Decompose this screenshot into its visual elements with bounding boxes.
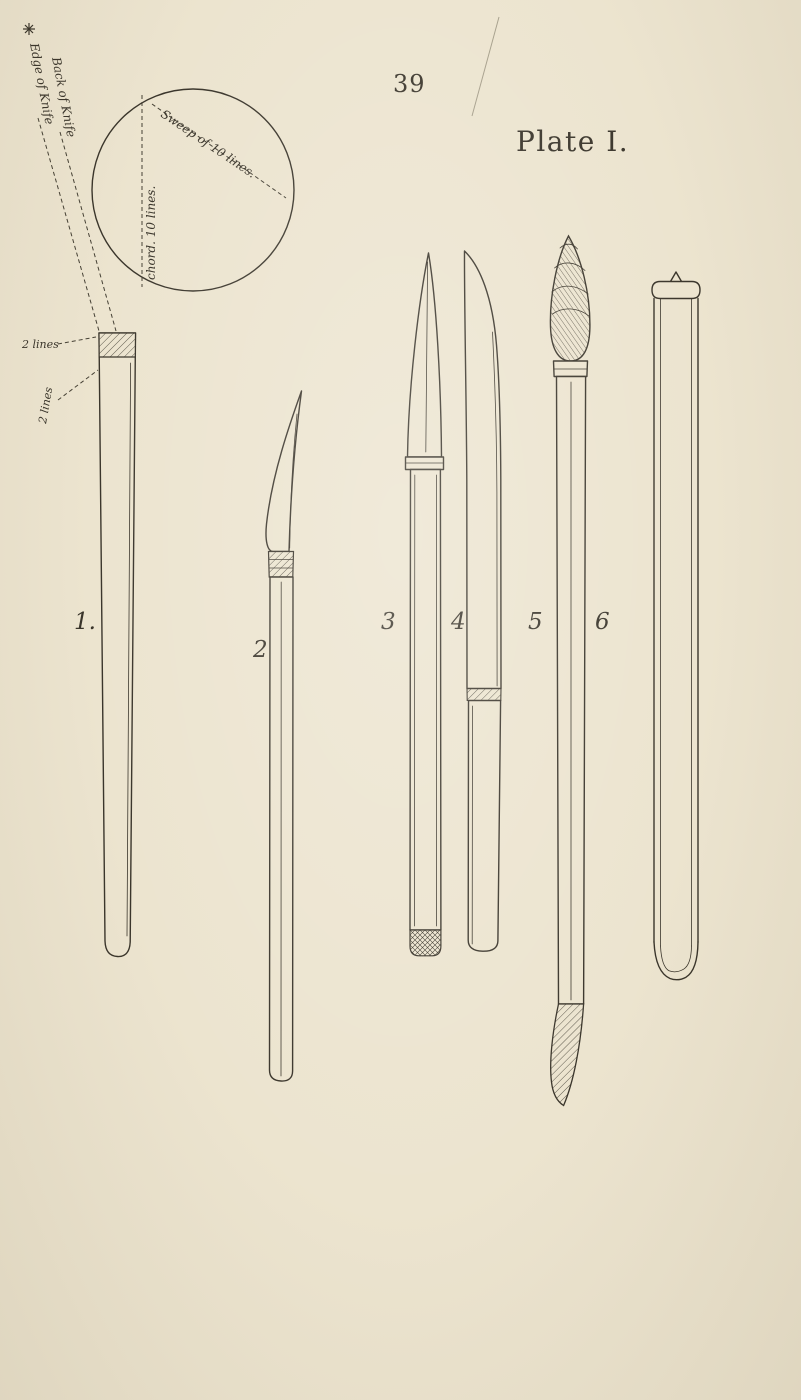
figure-4-number: 4 (450, 609, 466, 635)
width-leader-line (57, 336, 97, 345)
lancet-blade (406, 252, 443, 458)
figure-5-number: 5 (528, 609, 543, 635)
figure-6-number: 6 (595, 609, 610, 635)
curved-tip-blade (550, 1003, 585, 1107)
rounded-tip-outer (653, 941, 699, 981)
shaft-outer-edges (653, 297, 699, 943)
figure-2-curved-bistoury: 2 (252, 390, 303, 1082)
figure-5-curved-gorget: 5 (528, 234, 591, 1107)
figure-3-number: 3 (381, 609, 396, 635)
blade-midrib (425, 261, 428, 453)
figure-1-straight-knife: Edge of Knife Back of Knife chord. 10 li… (21, 41, 295, 958)
figure-2-number: 2 (252, 637, 268, 663)
figure-6-director: 6 (595, 271, 701, 981)
rounded-tip-inner (660, 945, 692, 973)
shaft-inner-edges (660, 298, 692, 947)
corner-mark (23, 23, 35, 35)
width-label-side: 2 lines (36, 386, 55, 426)
bolster-hatch (98, 332, 137, 358)
chord-label: chord. 10 lines. (144, 186, 158, 280)
butt-crosshatch (409, 929, 442, 957)
edge-of-knife-label: Edge of Knife (27, 41, 57, 126)
cap-peak (669, 271, 683, 283)
joint-band (466, 687, 502, 702)
scan-scratch (471, 16, 500, 117)
blade-back-line (492, 331, 498, 687)
back-of-knife-label: Back of Knife (49, 55, 78, 139)
width-label-top: 2 lines (21, 338, 59, 351)
ferrule-hatch (267, 550, 295, 578)
sweep-circle (91, 88, 295, 292)
blade-back-inner-line (126, 362, 131, 937)
figure-4-long-knife: 4 (450, 250, 502, 952)
curved-blade (265, 390, 303, 553)
width-leader-line-2 (57, 369, 99, 401)
back-construction-line (59, 131, 117, 332)
grip-spiral-lines (551, 243, 590, 317)
figure-3-scalpel: 3 (381, 252, 445, 957)
edge-construction-line (37, 117, 100, 332)
ferrule-rings (268, 559, 294, 569)
handle-edge-lines (414, 474, 437, 927)
sweep-label: Sweep of 10 lines. (158, 107, 258, 181)
curved-blade-inner-line (289, 413, 298, 549)
top-cap (651, 280, 701, 300)
page-number: 39 (393, 70, 426, 98)
blade-body (463, 250, 502, 690)
handle (467, 699, 502, 952)
sweep-construction-line (151, 103, 287, 199)
plate-title: Plate I. (516, 125, 629, 158)
blade-outline (98, 332, 137, 958)
figure-1-number: 1. (74, 609, 96, 635)
wrapped-grip (549, 234, 591, 362)
